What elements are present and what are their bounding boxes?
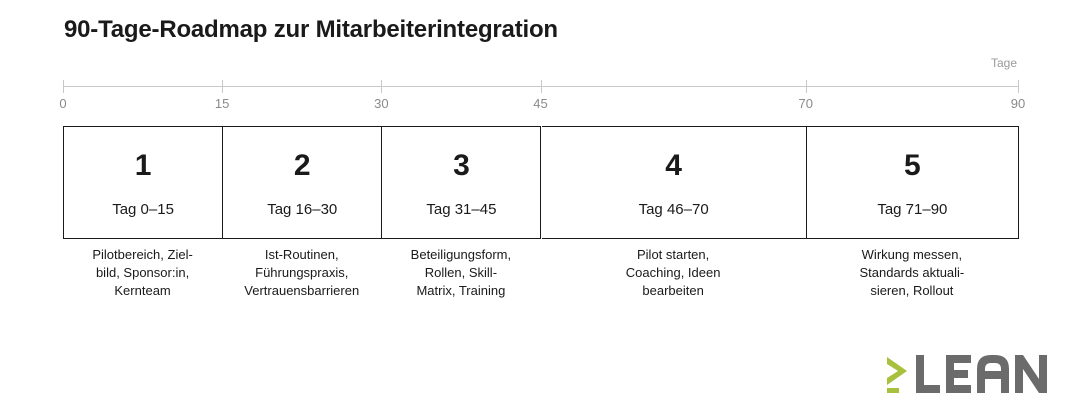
phase-number: 3: [453, 149, 470, 182]
axis-tick: [1018, 80, 1019, 93]
phase-days: Tag 46–70: [638, 201, 709, 218]
phase-days: Tag 31–45: [426, 201, 497, 218]
phase-description-2: Ist-Routinen, Führungspraxis, Vertrauens…: [244, 247, 360, 298]
axis-tick: [63, 80, 64, 93]
axis-tick: [805, 80, 807, 93]
axis-tick: [540, 80, 542, 93]
phase-description-5: Wirkung messen, Standards aktuali- siere…: [859, 247, 965, 298]
axis-tick-label: 45: [533, 96, 548, 111]
phase-number: 1: [134, 149, 152, 182]
phase-description-1: Pilotbereich, Ziel- bild, Sponsor:in, Ke…: [92, 247, 193, 298]
phase-days: Tag 0–15: [112, 201, 174, 218]
phase-number: 4: [665, 149, 682, 182]
logo-wordmark: [916, 355, 1047, 393]
phase-days: Tag 16–30: [267, 201, 338, 218]
page-title: 90-Tage-Roadmap zur Mitarbeiterintegrati…: [64, 16, 558, 43]
axis-tick: [222, 80, 224, 93]
phase-description-4: Pilot starten, Coaching, Ideen bearbeite…: [625, 247, 721, 298]
logo-chevron-icon: [887, 357, 907, 393]
axis-tick-label: 30: [374, 96, 389, 111]
axis-tick-label: 0: [59, 96, 67, 111]
axis-unit-label: Tage: [990, 56, 1017, 70]
lean-logo: [887, 355, 1047, 393]
axis-tick: [381, 80, 383, 93]
phase-description-3: Beteiligungsform, Rollen, Skill- Matrix,…: [410, 247, 512, 298]
axis-tick-label: 70: [798, 96, 813, 111]
phase-number: 2: [293, 149, 311, 182]
phase-days: Tag 71–90: [877, 201, 948, 218]
axis-tick-label: 15: [214, 96, 230, 111]
axis-tick-label: 90: [1010, 96, 1026, 111]
phase-number: 5: [904, 149, 921, 182]
